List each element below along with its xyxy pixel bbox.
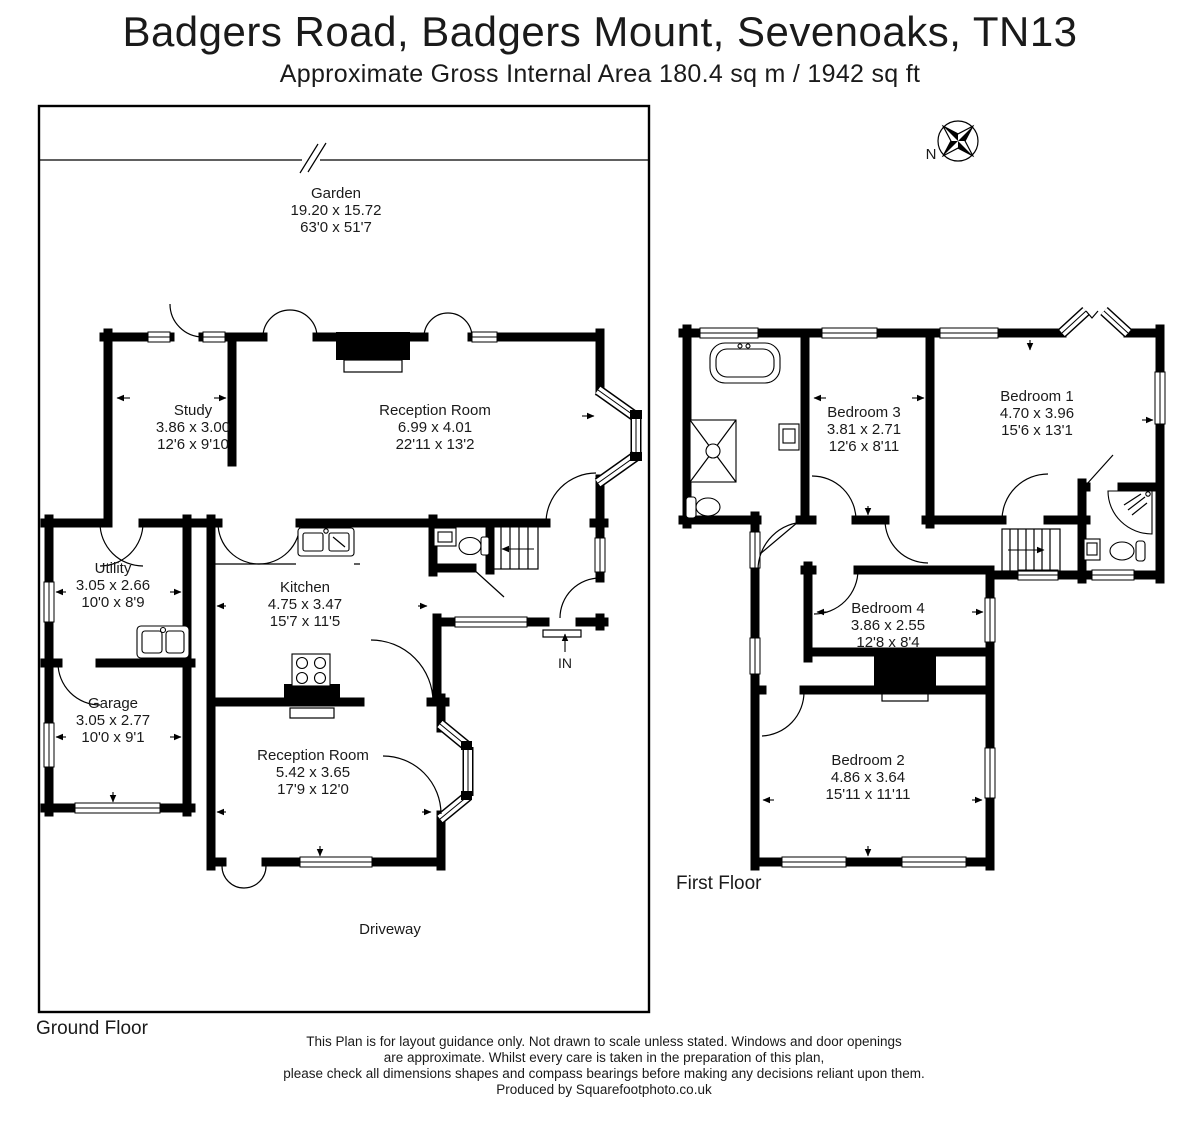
first-floor-windows: [699, 327, 1166, 868]
page-title: Badgers Road, Badgers Mount, Sevenoaks, …: [122, 8, 1078, 55]
room-label-bedroom-4: Bedroom 4 3.86 x 2.55 12'8 x 8'4: [851, 600, 925, 651]
room-label-bedroom-3: Bedroom 3 3.81 x 2.71 12'6 x 8'11: [827, 404, 901, 455]
room-imperial: 17'9 x 12'0: [277, 781, 349, 798]
room-metric: 3.05 x 2.77: [75, 712, 151, 729]
room-name: Bedroom 4: [851, 600, 925, 617]
chimney-breast: [284, 332, 410, 719]
first-floor-chimney: [874, 652, 936, 702]
room-imperial: 15'11 x 11'11: [825, 786, 911, 803]
room-name: Garden: [310, 185, 362, 202]
room-metric: 3.05 x 2.66: [75, 577, 151, 594]
bay-window-lower: [436, 719, 474, 824]
ground-floor-doors: [57, 303, 601, 889]
room-imperial: 15'6 x 13'1: [1001, 422, 1073, 439]
room-name: Garage: [87, 695, 139, 712]
first-floor-plan: [678, 306, 1166, 871]
disclaimer-line-4: Produced by Squarefootphoto.co.uk: [496, 1082, 712, 1097]
room-label-garden: Garden 19.20 x 15.72 63'0 x 51'7: [291, 185, 382, 236]
room-metric: 6.99 x 4.01: [397, 419, 473, 436]
first-floor-walls: [678, 324, 1165, 871]
compass-rose-icon: [937, 120, 979, 162]
bay-window-upper: [594, 385, 642, 488]
room-metric: 3.86 x 2.55: [850, 617, 926, 634]
room-label-bedroom-2: Bedroom 2 4.86 x 3.64 15'11 x 11'11: [826, 752, 911, 803]
room-metric: 4.70 x 3.96: [999, 405, 1075, 422]
ground-floor-plan: [37, 104, 651, 1014]
room-imperial: 10'0 x 8'9: [81, 594, 145, 611]
site-boundary: [37, 104, 651, 1014]
room-label-garage: Garage 3.05 x 2.77 10'0 x 9'1: [76, 695, 150, 746]
stairs-icon: [491, 524, 539, 570]
room-metric: 3.81 x 2.71: [826, 421, 902, 438]
room-imperial: 63'0 x 51'7: [300, 219, 372, 236]
room-label-utility: Utility 3.05 x 2.66 10'0 x 8'9: [76, 560, 150, 611]
bath-icon: [709, 342, 781, 384]
disclaimer-line-3: please check all dimensions shapes and c…: [283, 1066, 925, 1081]
gable-window: [1058, 306, 1132, 338]
room-imperial: 22'11 x 13'2: [395, 436, 475, 453]
wc-toilet-icon: [458, 536, 490, 556]
compass-north-label: N: [925, 146, 937, 163]
ensuite-toilet-icon: [1109, 540, 1146, 562]
room-imperial: 12'8 x 8'4: [856, 634, 920, 651]
room-imperial: 15'7 x 11'5: [269, 613, 341, 630]
room-label-driveway: Driveway: [359, 921, 421, 938]
page-subtitle: Approximate Gross Internal Area 180.4 sq…: [279, 60, 921, 88]
room-name: Reception Room: [379, 402, 491, 419]
ground-floor-windows: [43, 331, 606, 868]
entrance-in-label: IN: [558, 655, 572, 671]
room-metric: 4.86 x 3.64: [830, 769, 906, 786]
room-metric: 5.42 x 3.65: [275, 764, 351, 781]
toilet-icon: [685, 496, 721, 519]
room-label-reception-room-1: Reception Room 6.99 x 4.01 22'11 x 13'2: [379, 402, 491, 453]
kitchen-sink-icon: [211, 527, 360, 565]
ensuite-sink-icon: [1083, 538, 1101, 561]
stairs-icon-first: [1001, 528, 1061, 572]
dimension-arrows-ground: [55, 394, 595, 857]
disclaimer-line-1: This Plan is for layout guidance only. N…: [306, 1034, 902, 1049]
disclaimer-line-2: are approximate. Whilst every care is ta…: [383, 1050, 825, 1065]
room-name: Bedroom 2: [831, 752, 905, 769]
room-name: Utility: [94, 560, 132, 577]
wc-sink-icon: [433, 527, 457, 547]
first-floor-doors: [757, 454, 1114, 737]
room-imperial: 10'0 x 9'1: [81, 729, 145, 746]
hob-icon: [291, 653, 331, 687]
room-label-study: Study 3.86 x 3.00 12'6 x 9'10: [156, 402, 230, 453]
room-metric: 3.86 x 3.00: [155, 419, 231, 436]
bathroom-sink-icon: [778, 423, 800, 451]
shower-icon: [689, 419, 737, 483]
room-name: Study: [173, 402, 213, 419]
room-name: Driveway: [359, 921, 421, 938]
room-name: Reception Room: [257, 747, 369, 764]
utility-sink-icon: [136, 625, 190, 659]
room-metric: 4.75 x 3.47: [267, 596, 343, 613]
room-imperial: 12'6 x 8'11: [828, 438, 900, 455]
dimension-arrows-first: [762, 340, 1154, 857]
room-name: Kitchen: [279, 579, 331, 596]
room-name: Bedroom 1: [1000, 388, 1074, 405]
room-label-reception-room-2: Reception Room 5.42 x 3.65 17'9 x 12'0: [257, 747, 369, 798]
room-name: Bedroom 3: [827, 404, 901, 421]
room-metric: 19.20 x 15.72: [290, 202, 382, 219]
room-label-kitchen: Kitchen 4.75 x 3.47 15'7 x 11'5: [268, 579, 342, 630]
room-label-bedroom-1: Bedroom 1 4.70 x 3.96 15'6 x 13'1: [1000, 388, 1074, 439]
ensuite-shower-icon: [1107, 490, 1153, 535]
room-imperial: 12'6 x 9'10: [157, 436, 229, 453]
first-floor-label: First Floor: [676, 873, 762, 894]
ground-floor-label: Ground Floor: [36, 1018, 148, 1039]
